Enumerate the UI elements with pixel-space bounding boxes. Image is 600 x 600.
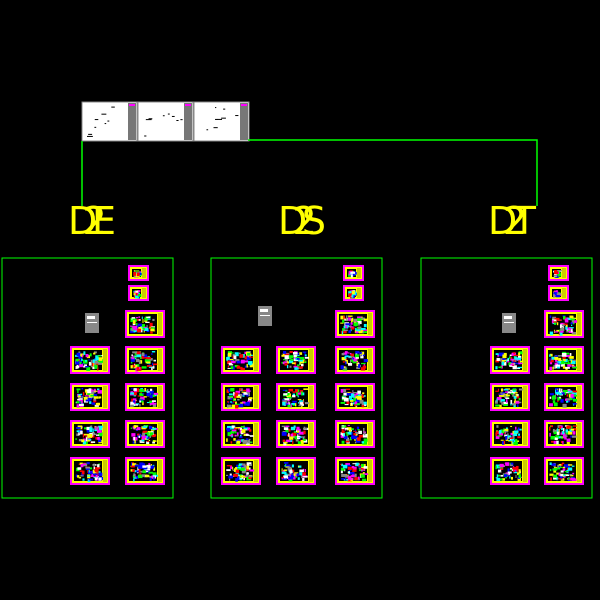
cover-sheet-d2s[interactable] [258, 306, 272, 326]
sheet-d2t-plan[interactable] [544, 346, 584, 374]
sheet-d2t-plan[interactable] [490, 383, 530, 411]
group-frame-d2t [420, 257, 593, 499]
sheet-d2e-plan[interactable] [125, 457, 165, 485]
cover-sheet-d2t[interactable] [502, 313, 516, 333]
sheet-d2e-plan[interactable] [70, 346, 110, 374]
group-frame-d2s [210, 257, 383, 499]
group-label-d2t: D2T [488, 199, 537, 243]
group-label-d2e: D2E [68, 199, 116, 243]
sheet-d2s-plan[interactable] [276, 383, 316, 411]
sheet-d2t-small[interactable] [548, 265, 569, 281]
sheet-d2e-small[interactable] [128, 285, 149, 301]
cover-sheet-d2e[interactable] [85, 313, 99, 333]
sheet-d2s-small[interactable] [343, 285, 364, 301]
sheet-d2e-plan[interactable] [70, 420, 110, 448]
sheet-d2s-detail[interactable] [335, 310, 375, 338]
sheet-d2s-plan[interactable] [221, 346, 261, 374]
sheet-d2t-small[interactable] [548, 285, 569, 301]
sheet-d2t-plan[interactable] [544, 383, 584, 411]
sheet-d2t-plan[interactable] [490, 457, 530, 485]
sheet-d2s-plan[interactable] [221, 457, 261, 485]
sheet-d2t-plan[interactable] [544, 420, 584, 448]
connector-line-d2t [248, 139, 538, 206]
sheet-d2t-plan[interactable] [490, 420, 530, 448]
sheet-d2s-plan[interactable] [276, 457, 316, 485]
index-sheet[interactable] [137, 101, 194, 142]
group-label-d2s: D2S [278, 199, 326, 243]
sheet-d2t-detail[interactable] [544, 310, 584, 338]
sheet-d2s-plan[interactable] [335, 457, 375, 485]
index-sheet[interactable] [81, 101, 138, 142]
sheet-d2s-plan[interactable] [221, 420, 261, 448]
sheet-d2e-plan[interactable] [70, 457, 110, 485]
sheet-d2s-plan[interactable] [221, 383, 261, 411]
group-frame-d2e [1, 257, 174, 499]
sheet-d2e-detail[interactable] [125, 310, 165, 338]
index-sheet[interactable] [193, 101, 250, 142]
sheet-d2t-plan[interactable] [490, 346, 530, 374]
sheet-d2s-plan[interactable] [276, 346, 316, 374]
sheet-d2s-small[interactable] [343, 265, 364, 281]
sheet-d2e-plan[interactable] [125, 420, 165, 448]
sheet-d2t-plan[interactable] [544, 457, 584, 485]
sheet-d2e-plan[interactable] [70, 383, 110, 411]
index-sheets [81, 101, 250, 142]
sheet-d2s-plan[interactable] [335, 346, 375, 374]
sheet-d2s-plan[interactable] [276, 420, 316, 448]
sheet-d2s-plan[interactable] [335, 383, 375, 411]
sheet-d2e-plan[interactable] [125, 346, 165, 374]
sheet-d2s-plan[interactable] [335, 420, 375, 448]
sheet-d2e-small[interactable] [128, 265, 149, 281]
sheet-d2e-plan[interactable] [125, 383, 165, 411]
